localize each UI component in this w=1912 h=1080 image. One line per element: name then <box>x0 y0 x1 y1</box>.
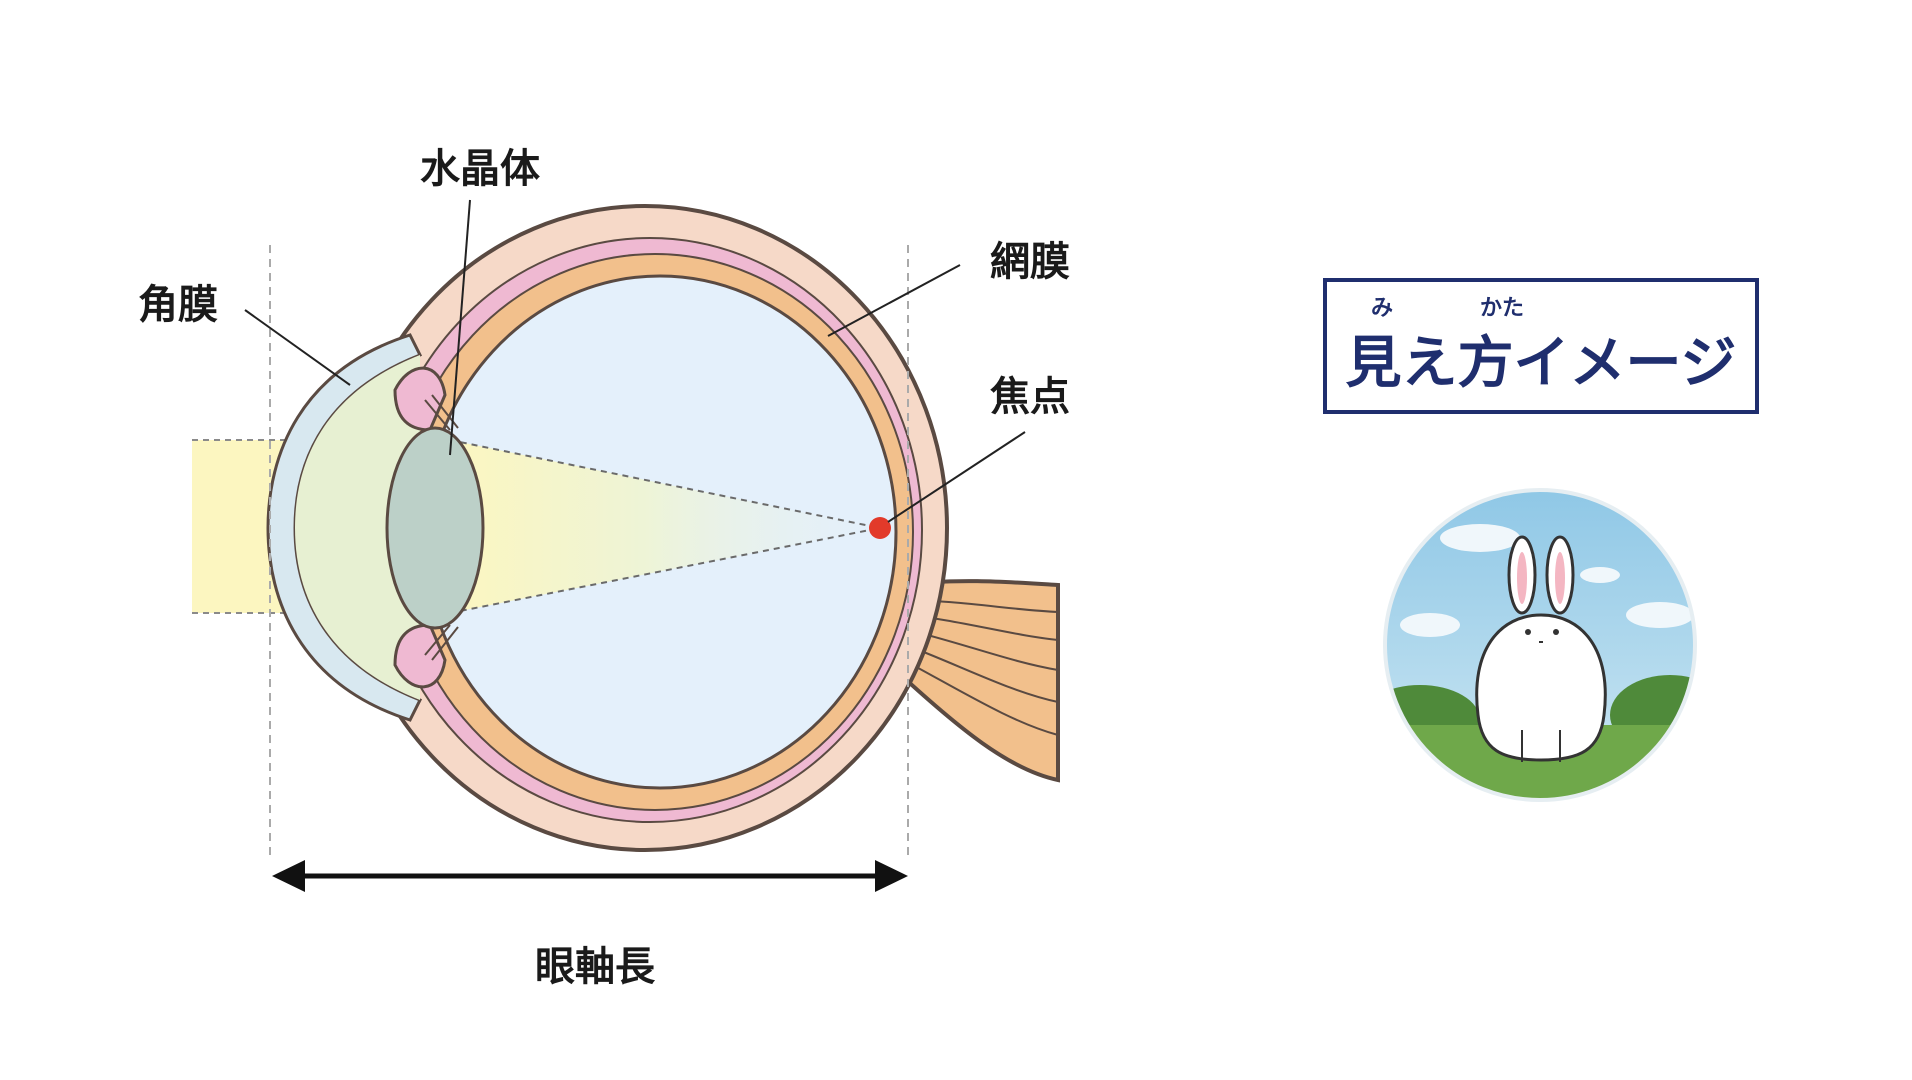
focal-point-dot <box>869 517 891 539</box>
leader-focal <box>887 431 1026 523</box>
ruby-kata: かた <box>1480 296 1524 321</box>
leader-cornea <box>244 309 351 386</box>
label-cornea: 角膜 <box>138 282 218 328</box>
ruby-mi: み <box>1371 296 1393 321</box>
axial-length-arrow <box>272 860 908 892</box>
label-lens: 水晶体 <box>420 146 540 192</box>
label-axial-length: 眼軸長 <box>535 944 656 990</box>
rabbit-on-meadow-image <box>1383 488 1697 802</box>
label-focal-point: 焦点 <box>990 374 1070 420</box>
ciliary-body <box>393 366 459 689</box>
anterior-segment <box>266 333 423 722</box>
leader-lens <box>449 199 471 456</box>
light-cone <box>450 440 880 613</box>
leader-retina <box>827 264 961 337</box>
vision-title-box: み かた 見え方イメージ <box>1323 278 1759 414</box>
label-retina: 網膜 <box>990 239 1070 285</box>
vision-title: 見え方イメージ <box>1346 331 1737 396</box>
crystalline-lens <box>385 426 485 630</box>
